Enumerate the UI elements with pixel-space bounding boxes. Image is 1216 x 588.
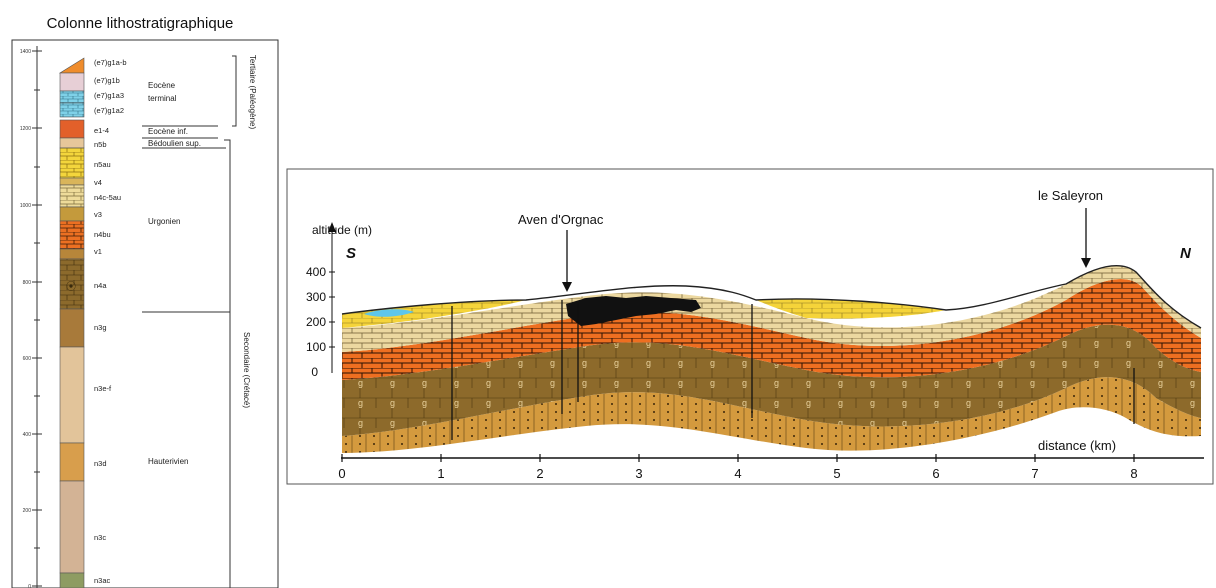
unit-label: n3c bbox=[94, 533, 106, 542]
unit-label: n3g bbox=[94, 323, 107, 332]
layer-v1 bbox=[59, 248, 85, 260]
layer-e7g1a2 bbox=[59, 102, 85, 118]
x-tick-label: 7 bbox=[1031, 466, 1038, 481]
geological-cross-section: ɡ altitude (m) 400 300 200 100 bbox=[286, 168, 1214, 485]
stage-label-bedoulien-sup: Bédoulien sup. bbox=[148, 139, 201, 148]
y-tick-label: 0 bbox=[311, 365, 318, 379]
layer-lake bbox=[364, 309, 414, 317]
stage-label-hauterivien: Hauterivien bbox=[148, 457, 188, 466]
column-tick-label: 1400 bbox=[20, 49, 31, 55]
x-tick-label: 2 bbox=[536, 466, 543, 481]
layer-e7g1a3 bbox=[59, 90, 85, 104]
column-tick-label: 0 bbox=[28, 584, 31, 588]
x-tick-label: 1 bbox=[437, 466, 444, 481]
layer-e7g1b bbox=[59, 72, 85, 92]
unit-label: e1-4 bbox=[94, 126, 109, 135]
annotation-le-saleyron: le Saleyron bbox=[1038, 188, 1103, 203]
column-title: Colonne lithostratigraphique bbox=[47, 15, 234, 32]
x-axis-label: distance (km) bbox=[1038, 438, 1116, 453]
column-layers bbox=[58, 57, 85, 588]
era-label-secondaire: Secondaire (Crétacé) bbox=[242, 332, 251, 408]
unit-label: n3e-f bbox=[94, 384, 112, 393]
stage-label-eocene-inf: Eocène inf. bbox=[148, 127, 188, 136]
x-tick-label: 8 bbox=[1130, 466, 1137, 481]
layer-n4bu bbox=[59, 220, 85, 250]
unit-label: v3 bbox=[94, 210, 102, 219]
south-label: S bbox=[346, 245, 356, 262]
column-tick-label: 1000 bbox=[20, 203, 31, 209]
y-axis-label: altitude (m) bbox=[312, 223, 372, 237]
faults bbox=[451, 300, 1135, 440]
unit-label: (e7)g1a2 bbox=[94, 106, 124, 115]
unit-label: (e7)g1a-b bbox=[94, 58, 127, 67]
x-tick-label: 5 bbox=[833, 466, 840, 481]
y-tick-label: 400 bbox=[306, 265, 326, 279]
layer-karst bbox=[566, 296, 701, 326]
svg-text:⦿: ⦿ bbox=[66, 281, 76, 293]
unit-label: v1 bbox=[94, 247, 102, 256]
layer-n5b bbox=[59, 137, 85, 149]
layer-n3ac bbox=[59, 572, 85, 588]
layer-yellow-cover-west bbox=[342, 300, 526, 328]
stage-label-eocene-terminal: Eocène terminal bbox=[148, 81, 177, 103]
annotation-aven-orgnac: Aven d'Orgnac bbox=[518, 212, 604, 227]
north-label: N bbox=[1180, 245, 1192, 262]
layer-cream-limestone bbox=[342, 265, 1201, 352]
stage-label-urgonien: Urgonien bbox=[148, 217, 180, 226]
column-tick-label: 800 bbox=[23, 280, 32, 286]
column-frame bbox=[11, 39, 279, 588]
unit-label: n4a bbox=[94, 281, 107, 290]
unit-label: n3ac bbox=[94, 576, 111, 585]
layer-n3g bbox=[59, 308, 85, 348]
layer-n5au bbox=[59, 147, 85, 179]
y-tick-label: 300 bbox=[306, 290, 326, 304]
column-tick-label: 200 bbox=[23, 508, 32, 514]
unit-label: n5au bbox=[94, 160, 111, 169]
column-scale-ticks bbox=[32, 50, 42, 587]
y-axis-arrow bbox=[328, 222, 336, 232]
era-label-tertiaire: Tertiaire (Paléogène) bbox=[248, 55, 257, 130]
unit-label: n4c-5au bbox=[94, 193, 121, 202]
x-tick-label: 4 bbox=[734, 466, 741, 481]
unit-label: (e7)g1a3 bbox=[94, 91, 124, 100]
y-tick-label: 100 bbox=[306, 340, 326, 354]
unit-label: n5b bbox=[94, 140, 107, 149]
x-tick-label: 6 bbox=[932, 466, 939, 481]
unit-label: n3d bbox=[94, 459, 107, 468]
layer-n3c bbox=[59, 480, 85, 574]
layer-n3d bbox=[59, 442, 85, 482]
layer-brown-marl bbox=[342, 324, 1201, 436]
section-layers bbox=[342, 265, 1201, 453]
x-tick-label: 0 bbox=[338, 466, 345, 481]
layer-yellow-cover-east bbox=[756, 298, 946, 319]
era-brackets bbox=[224, 55, 237, 588]
layer-e7g1ab bbox=[58, 57, 85, 74]
x-tick-label: 3 bbox=[635, 466, 642, 481]
layer-n3e-f bbox=[59, 346, 85, 444]
stage-boundaries bbox=[142, 125, 230, 313]
layer-e1-4 bbox=[59, 119, 85, 139]
layer-orange-limestone bbox=[342, 278, 1201, 380]
layer-v3 bbox=[59, 206, 85, 222]
column-tick-label: 400 bbox=[23, 432, 32, 438]
unit-label: v4 bbox=[94, 178, 102, 187]
layer-v4 bbox=[59, 177, 85, 186]
unit-label: n4bu bbox=[94, 230, 111, 239]
lithostratigraphic-column: Colonne lithostratigraphique 1400 1200 1… bbox=[11, 15, 279, 588]
topographic-surface bbox=[341, 265, 1202, 329]
column-tick-label: 1200 bbox=[20, 126, 31, 132]
y-tick-label: 200 bbox=[306, 315, 326, 329]
unit-label: (e7)g1b bbox=[94, 76, 120, 85]
layer-n4c5au bbox=[59, 184, 85, 208]
column-tick-label: 600 bbox=[23, 356, 32, 362]
layer-basal-dotted bbox=[342, 377, 1201, 453]
